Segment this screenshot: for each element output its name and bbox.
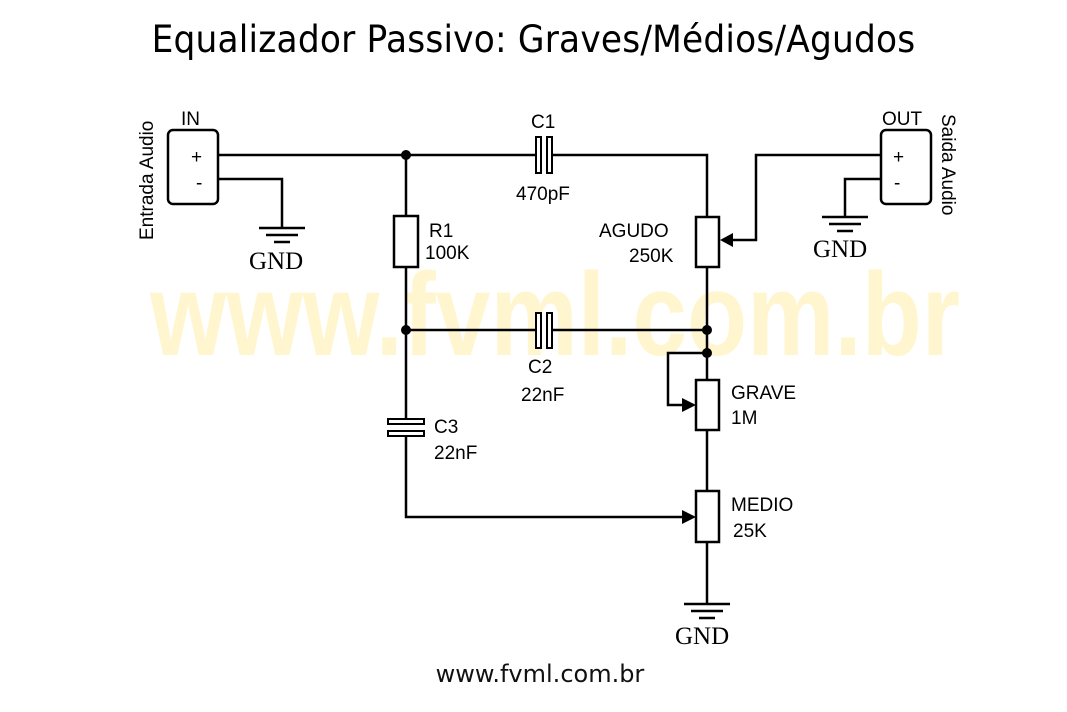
ground-symbol-output: GND	[813, 215, 868, 263]
wire-c3-to-medio	[404, 437, 682, 519]
output-plus-pin: +	[893, 147, 904, 168]
wire-input-minus	[218, 177, 284, 228]
wire-grave-wiper-loop	[666, 351, 707, 407]
ground-label-main: GND	[675, 623, 729, 650]
input-plus-pin: +	[191, 147, 202, 168]
medio-value: 25K	[733, 521, 767, 542]
c3-value: 22nF	[434, 443, 477, 464]
output-side-label: Saida Audio	[937, 114, 958, 215]
input-connector-body	[166, 128, 220, 206]
agudo-value: 250K	[629, 246, 674, 267]
input-connector: IN + - Entrada Audio	[137, 109, 220, 240]
medio-ref: MEDIO	[731, 495, 793, 516]
ground-symbol-main: GND	[675, 602, 730, 650]
resistor-r1: R1 100K	[392, 214, 470, 269]
agudo-wiper-arrow	[720, 233, 733, 247]
c1-value: 470pF	[516, 184, 570, 205]
output-minus-pin: -	[894, 173, 900, 194]
output-connector: OUT + - Saida Audio	[879, 109, 958, 215]
medio-wiper-arrow	[682, 510, 696, 524]
footer-url: www.fvml.com.br	[435, 660, 645, 688]
junction-node	[702, 325, 712, 335]
wire-output-minus	[843, 177, 881, 217]
potentiometer-agudo: AGUDO 250K	[599, 215, 721, 269]
grave-ref: GRAVE	[731, 383, 796, 404]
r1-ref: R1	[429, 221, 453, 242]
wire-agudo-wiper-out	[733, 153, 881, 242]
grave-wiper-arrow	[682, 398, 696, 412]
capacitor-c2: C2 22nF	[521, 312, 564, 406]
input-side-label: Entrada Audio	[137, 121, 158, 240]
agudo-ref: AGUDO	[599, 221, 669, 242]
ground-label-input: GND	[249, 248, 303, 275]
c2-ref: C2	[528, 357, 552, 378]
c1-ref: C1	[531, 112, 555, 133]
c3-ref: C3	[434, 417, 458, 438]
potentiometer-medio: MEDIO 25K	[694, 489, 793, 544]
output-label: OUT	[882, 109, 923, 130]
watermark-text: www.fvml.com.br	[149, 249, 960, 381]
wire-top-right	[551, 153, 709, 217]
ground-label-output: GND	[813, 236, 867, 263]
diagram-title: Equalizador Passivo: Graves/Médios/Agudo…	[151, 18, 916, 61]
potentiometer-grave: GRAVE 1M	[694, 378, 796, 432]
input-minus-pin: -	[196, 173, 202, 194]
r1-value: 100K	[425, 243, 470, 264]
input-label: IN	[181, 109, 200, 130]
output-connector-body	[879, 128, 933, 206]
capacitor-c1: C1 470pF	[516, 112, 570, 205]
grave-value: 1M	[731, 408, 757, 429]
ground-symbol-input: GND	[249, 226, 305, 275]
capacitor-c3: C3 22nF	[387, 417, 477, 464]
c2-value: 22nF	[521, 385, 564, 406]
